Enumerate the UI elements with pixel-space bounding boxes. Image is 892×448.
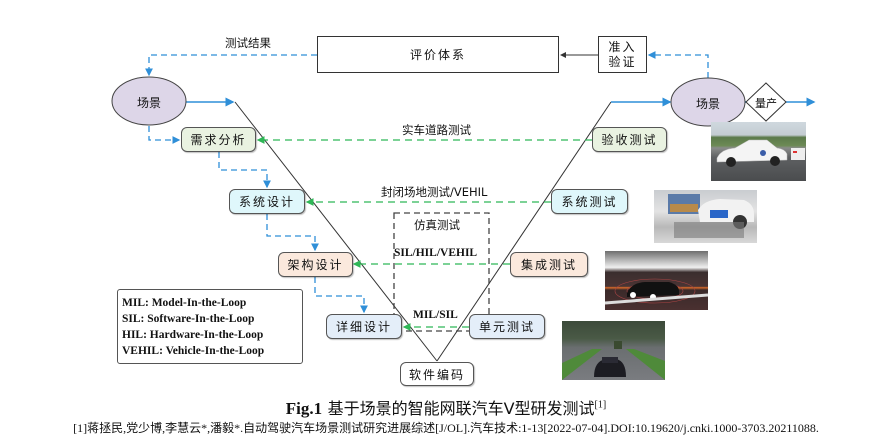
sil-hil-vehil-label: SIL/HIL/VEHIL <box>394 247 478 259</box>
simulated-car-icon <box>605 278 708 305</box>
evaluation-system-label: 评价体系 <box>409 48 466 62</box>
system-design-label: 系统设计 <box>238 195 295 209</box>
v-left-line <box>234 101 438 362</box>
figure-label: Fig.1 <box>285 399 323 418</box>
simulation-test-title: 仿真测试 <box>414 218 460 232</box>
requirements-analysis-box: 需求分析 <box>181 127 256 152</box>
scenario-left-label: 场景 <box>137 96 162 110</box>
architecture-to-detailed-arrow <box>314 277 368 314</box>
unit-test-box: 单元测试 <box>469 314 545 339</box>
admission-label-1: 准入 <box>608 39 637 54</box>
software-coding-label: 软件编码 <box>408 367 465 382</box>
scenario-right-ellipse <box>670 77 746 127</box>
architecture-design-box: 架构设计 <box>278 252 353 277</box>
detailed-design-box: 详细设计 <box>326 314 402 339</box>
closed-field-test-label: 封闭场地测试/VEHIL <box>381 184 487 200</box>
v-right-line <box>436 101 612 362</box>
system-test-box: 系统测试 <box>551 189 628 214</box>
figure-ref-mark: [1] <box>594 399 607 411</box>
scenario-to-admission-arrow <box>647 51 709 78</box>
abbreviation-legend: MIL: Model-In-the-Loop SIL: Software-In-… <box>117 289 303 364</box>
software-coding-box: 软件编码 <box>400 362 474 386</box>
figure-title: 基于场景的智能网联汽车V型研发测试 <box>327 399 595 418</box>
scenario-right-label: 场景 <box>696 97 721 111</box>
vehil-rig-icon <box>668 194 754 238</box>
evaluation-system-box: 评价体系 <box>317 36 559 73</box>
requirements-analysis-label: 需求分析 <box>190 133 247 147</box>
mass-production-label: 量产 <box>755 97 777 110</box>
requirements-to-system-arrow <box>218 152 271 189</box>
legend-item-mil: MIL: Model-In-the-Loop <box>122 297 247 309</box>
figure-caption: Fig.1 基于场景的智能网联汽车V型研发测试[1] <box>0 395 892 419</box>
simulation-test-box <box>393 212 490 332</box>
closed-field-text: 封闭场地测试/VEHIL <box>381 185 488 199</box>
simulated-street-icon <box>562 341 665 380</box>
real-road-test-photo <box>711 122 806 181</box>
scenario-left-ellipse <box>111 76 187 126</box>
mass-production-diamond <box>745 82 787 122</box>
system-design-box: 系统设计 <box>229 189 305 214</box>
admission-label-2: 验证 <box>608 54 637 69</box>
test-results-arrow <box>145 54 317 77</box>
simulation-lidar-photo <box>605 251 708 310</box>
citation: [1]蒋拯民,党少博,李慧云*,潘毅*.自动驾驶汽车场景测试研究进展综述[J/O… <box>73 421 819 435</box>
scenario-to-requirements-arrow <box>148 126 181 144</box>
car-icon <box>716 139 805 167</box>
architecture-design-label: 架构设计 <box>287 258 344 272</box>
acceptance-test-label: 验收测试 <box>601 133 658 147</box>
legend-item-vehil: VEHIL: Vehicle-In-the-Loop <box>122 345 265 357</box>
simulation-street-photo <box>562 321 665 380</box>
integration-test-box: 集成测试 <box>510 252 588 277</box>
unit-test-label: 单元测试 <box>478 320 535 334</box>
real-road-test-label: 实车道路测试 <box>402 123 471 137</box>
mil-sil-label: MIL/SIL <box>413 309 458 321</box>
admission-verification-box: 准入 验证 <box>598 36 647 73</box>
integration-test-label: 集成测试 <box>520 258 577 272</box>
legend-item-sil: SIL: Software-In-the-Loop <box>122 313 255 325</box>
legend-item-hil: HIL: Hardware-In-the-Loop <box>122 329 264 341</box>
system-to-architecture-arrow <box>266 214 319 252</box>
system-test-label: 系统测试 <box>561 195 618 209</box>
detailed-design-label: 详细设计 <box>335 320 392 334</box>
vehil-lab-photo <box>654 190 757 243</box>
test-results-label: 测试结果 <box>225 36 271 50</box>
acceptance-test-box: 验收测试 <box>592 127 667 152</box>
